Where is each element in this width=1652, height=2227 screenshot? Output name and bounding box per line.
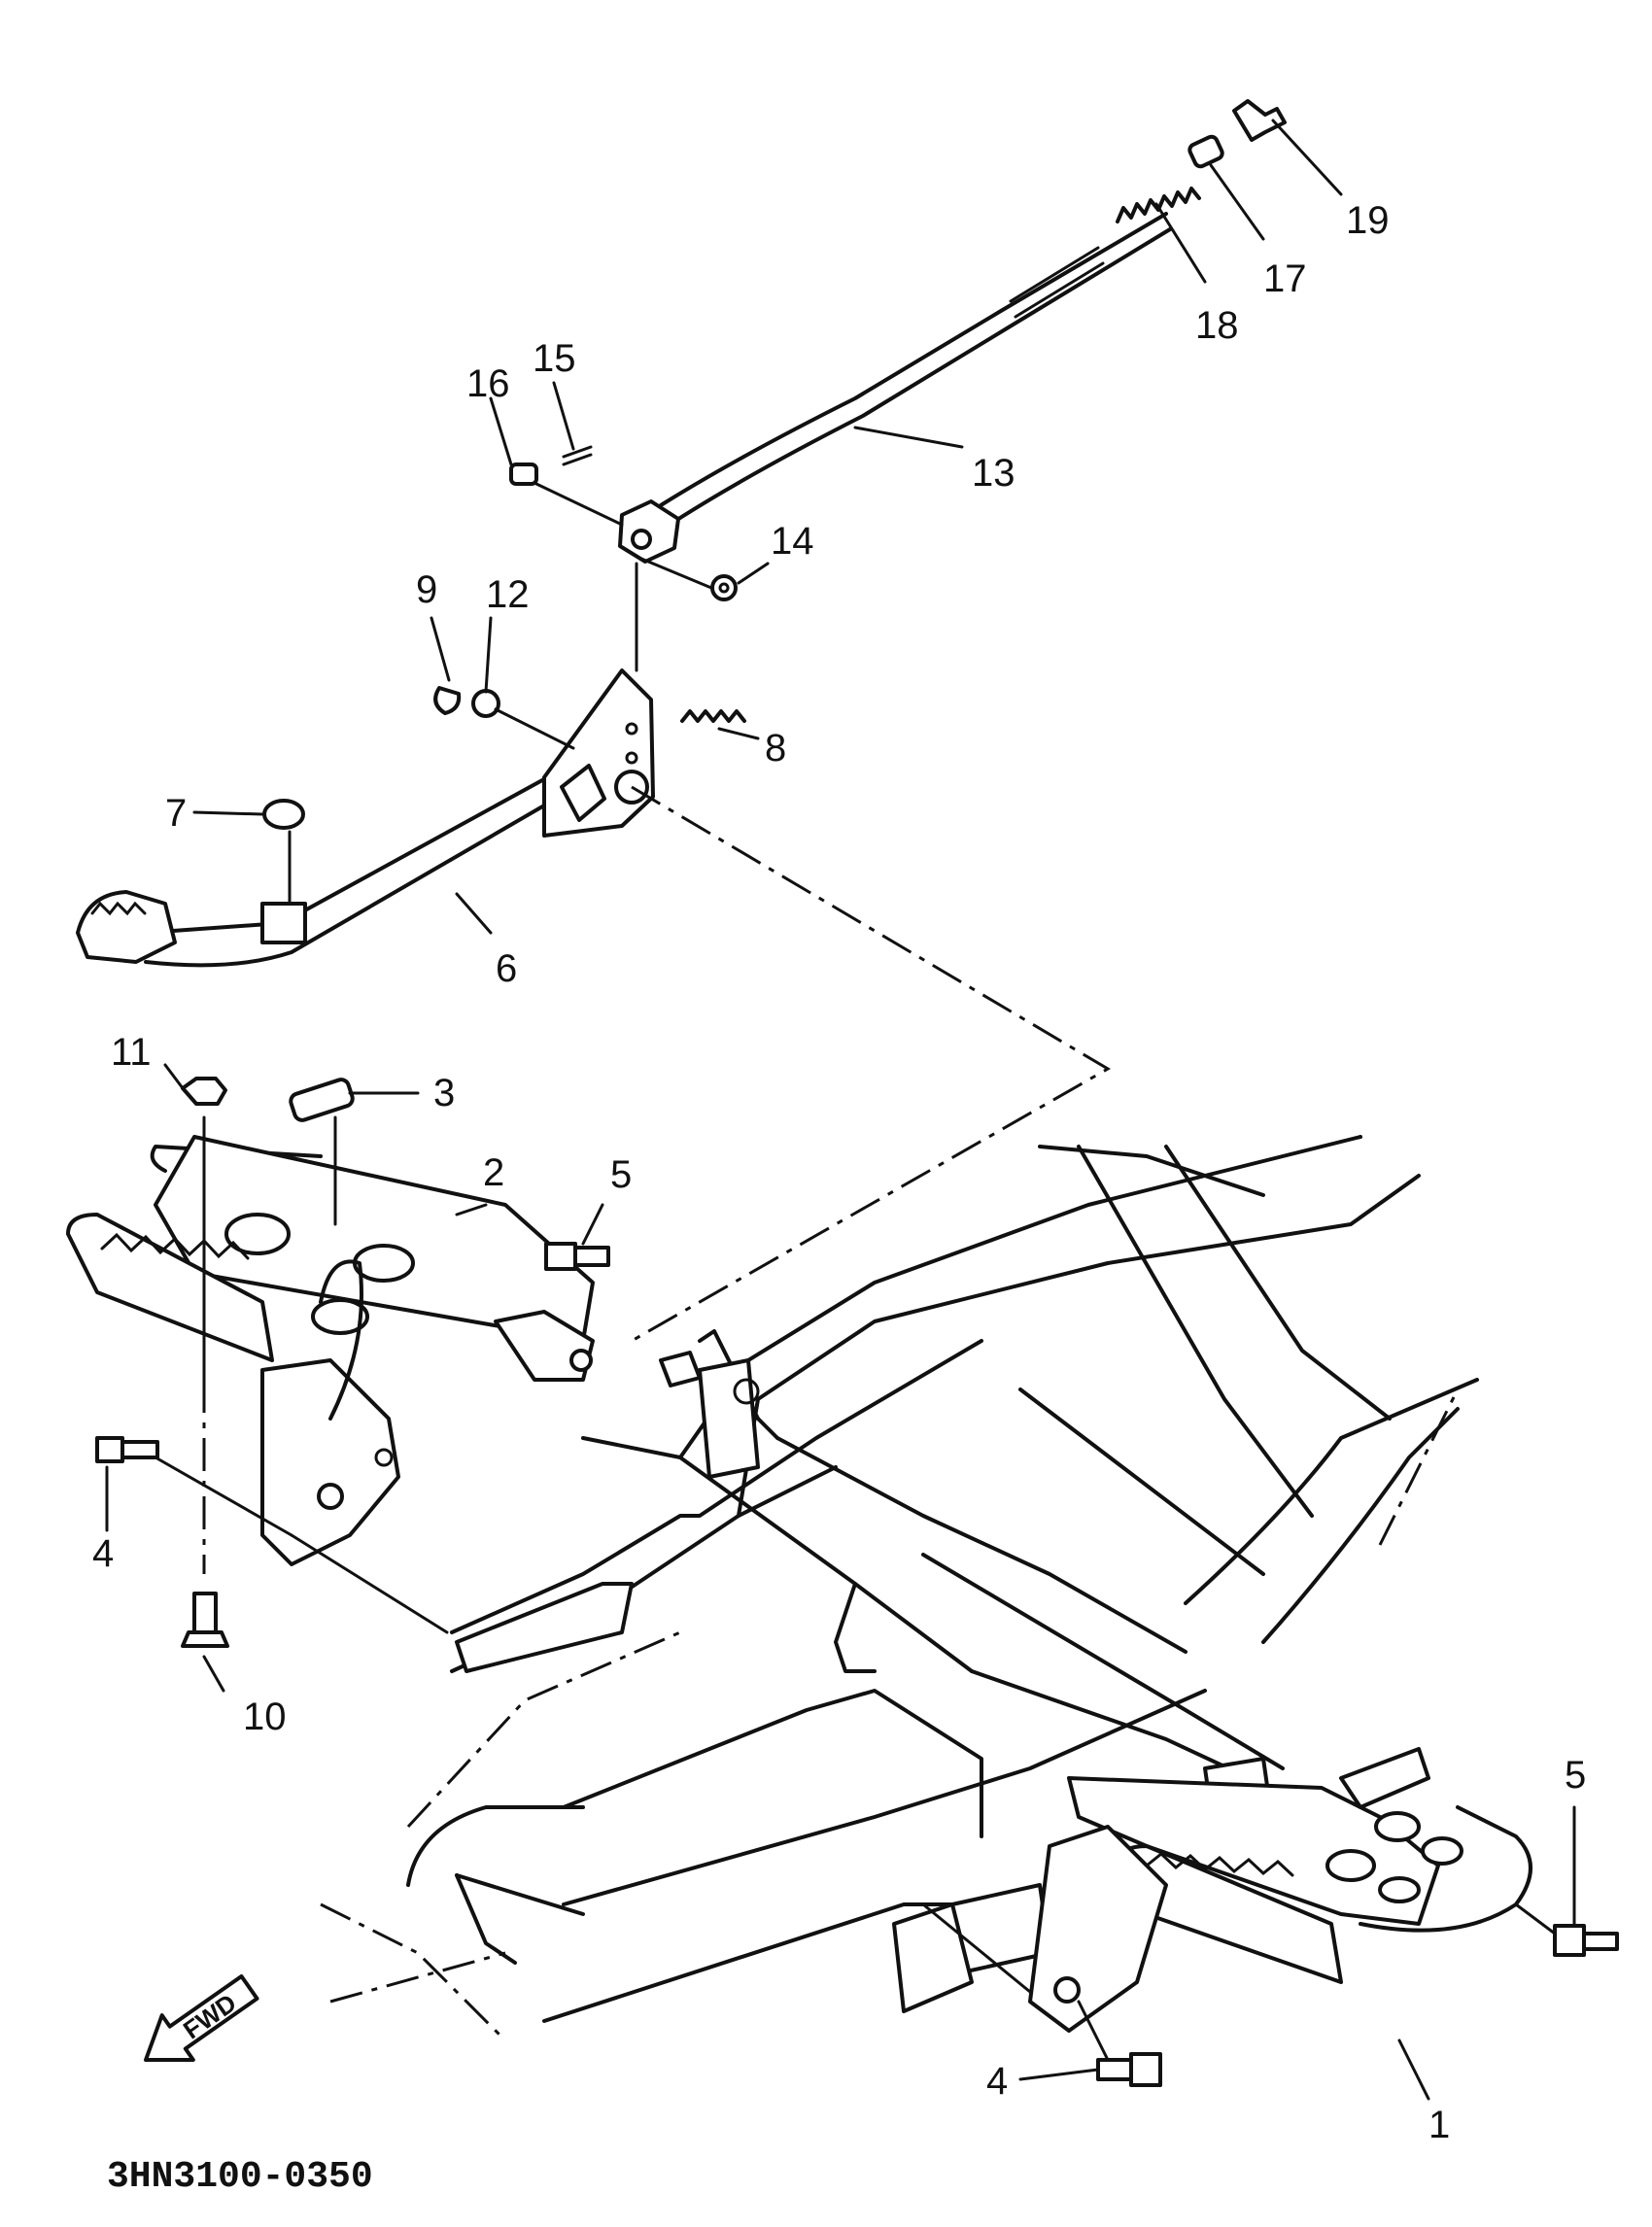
callout-1: 1: [1428, 2104, 1450, 2146]
fwd-arrow: FWD: [144, 1973, 259, 2062]
callout-5-right: 5: [1565, 1754, 1586, 1797]
callout-16: 16: [466, 362, 510, 405]
brake-pedal: [76, 668, 746, 968]
callout-8: 8: [765, 727, 786, 770]
callout-6: 6: [496, 947, 517, 990]
left-footrest: [66, 1077, 610, 1648]
callout-4-right: 4: [986, 2060, 1008, 2103]
callout-5: 5: [610, 1153, 632, 1196]
callout-15: 15: [533, 337, 576, 380]
right-footrest: [921, 1747, 1619, 2087]
drawing-code: 3HN3100-0350: [107, 2156, 373, 2198]
callout-17: 17: [1263, 257, 1307, 300]
callout-18: 18: [1195, 304, 1239, 347]
brake-rod-assembly: [509, 99, 1287, 672]
callout-14: 14: [771, 520, 814, 563]
callout-10: 10: [243, 1696, 287, 1738]
frame: [320, 1135, 1479, 2042]
callout-7: 7: [165, 792, 187, 835]
callout-3: 3: [433, 1072, 455, 1114]
callout-12: 12: [486, 573, 530, 616]
callout-9: 9: [416, 568, 437, 611]
callout-19: 19: [1346, 199, 1390, 242]
callout-13: 13: [972, 452, 1015, 495]
callout-2: 2: [483, 1151, 504, 1194]
assembly-line: [631, 785, 1111, 1343]
callout-11: 11: [111, 1031, 152, 1074]
callout-4: 4: [92, 1532, 114, 1575]
callouts: 1 2 3 4 4 5 5 6 7 8 9 10 11 12 13 14 15 …: [92, 119, 1586, 2146]
